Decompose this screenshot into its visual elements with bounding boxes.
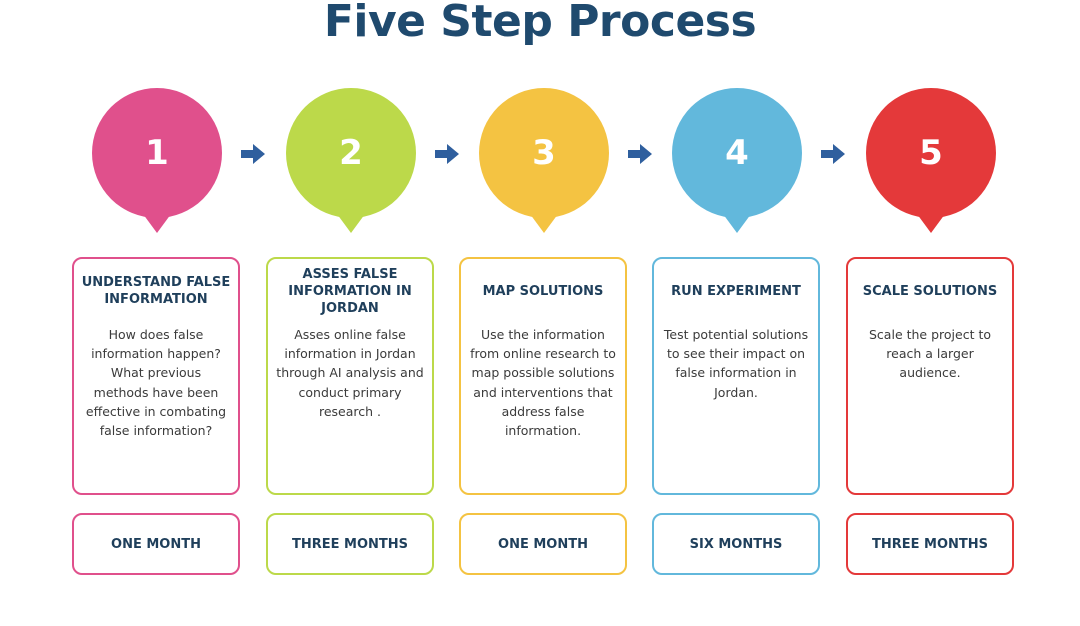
step-2-description-text: Asses online false information in Jordan… <box>276 327 424 419</box>
step-4-bubble: 4 <box>672 88 802 234</box>
step-3-bubble: 3 <box>479 88 609 234</box>
step-3-description-text: Use the information from online research… <box>470 327 616 439</box>
step-1-heading: UNDERSTAND FALSE INFORMATION <box>81 275 231 307</box>
step-1-duration: ONE MONTH <box>72 513 240 575</box>
step-5-heading: SCALE SOLUTIONS <box>862 283 998 299</box>
step-2-heading: ASSES FALSE INFORMATION IN JORDAN <box>288 266 412 316</box>
step-4-pin-shape <box>672 88 802 233</box>
step-1-card: UNDERSTAND FALSE INFORMATION How does fa… <box>72 257 240 495</box>
step-5-number: 5 <box>919 133 943 173</box>
step-5-description: Scale the project to reach a larger audi… <box>856 325 1004 479</box>
step-3-description: Use the information from online research… <box>469 325 617 479</box>
step-1-description: How does false information happen? What … <box>82 325 230 479</box>
step-5-pin-shape <box>866 88 996 233</box>
arrow-right-icon <box>628 144 652 164</box>
step-5-duration: THREE MONTHS <box>846 513 1014 575</box>
step-3-card: MAP SOLUTIONS Use the information from o… <box>459 257 627 495</box>
step-5-card: SCALE SOLUTIONS Scale the project to rea… <box>846 257 1014 495</box>
step-4-heading: RUN EXPERIMENT <box>671 283 801 299</box>
step-1-description-text: How does false information happen? What … <box>85 327 227 439</box>
step-2-card: ASSES FALSE INFORMATION IN JORDAN Asses … <box>266 257 434 495</box>
step-2-description: Asses online false information in Jordan… <box>276 325 424 479</box>
step-3-heading: MAP SOLUTIONS <box>482 283 604 299</box>
step-1-bubble: 1 <box>92 88 222 234</box>
step-4-duration: SIX MONTHS <box>652 513 820 575</box>
step-3-number: 3 <box>532 133 556 173</box>
arrow-right-icon <box>821 144 845 164</box>
step-5-bubble: 5 <box>866 88 996 234</box>
step-1-number: 1 <box>145 133 169 173</box>
step-4-card: RUN EXPERIMENT Test potential solutions … <box>652 257 820 495</box>
arrow-right-icon <box>435 144 459 164</box>
step-1-pin-shape <box>92 88 222 233</box>
step-4-number: 4 <box>725 133 749 173</box>
step-2-number: 2 <box>339 133 363 173</box>
step-4-description-text: Test potential solutions to see their im… <box>663 327 809 400</box>
step-2-pin-shape <box>286 88 416 233</box>
page-title: Five Step Process <box>323 0 757 47</box>
step-3-duration: ONE MONTH <box>459 513 627 575</box>
step-2-duration: THREE MONTHS <box>266 513 434 575</box>
arrow-right-icon <box>241 144 265 164</box>
step-3-pin-shape <box>479 88 609 233</box>
step-5-description-text: Scale the project to reach a larger audi… <box>869 327 991 381</box>
step-4-description: Test potential solutions to see their im… <box>662 325 810 479</box>
step-2-bubble: 2 <box>286 88 416 234</box>
